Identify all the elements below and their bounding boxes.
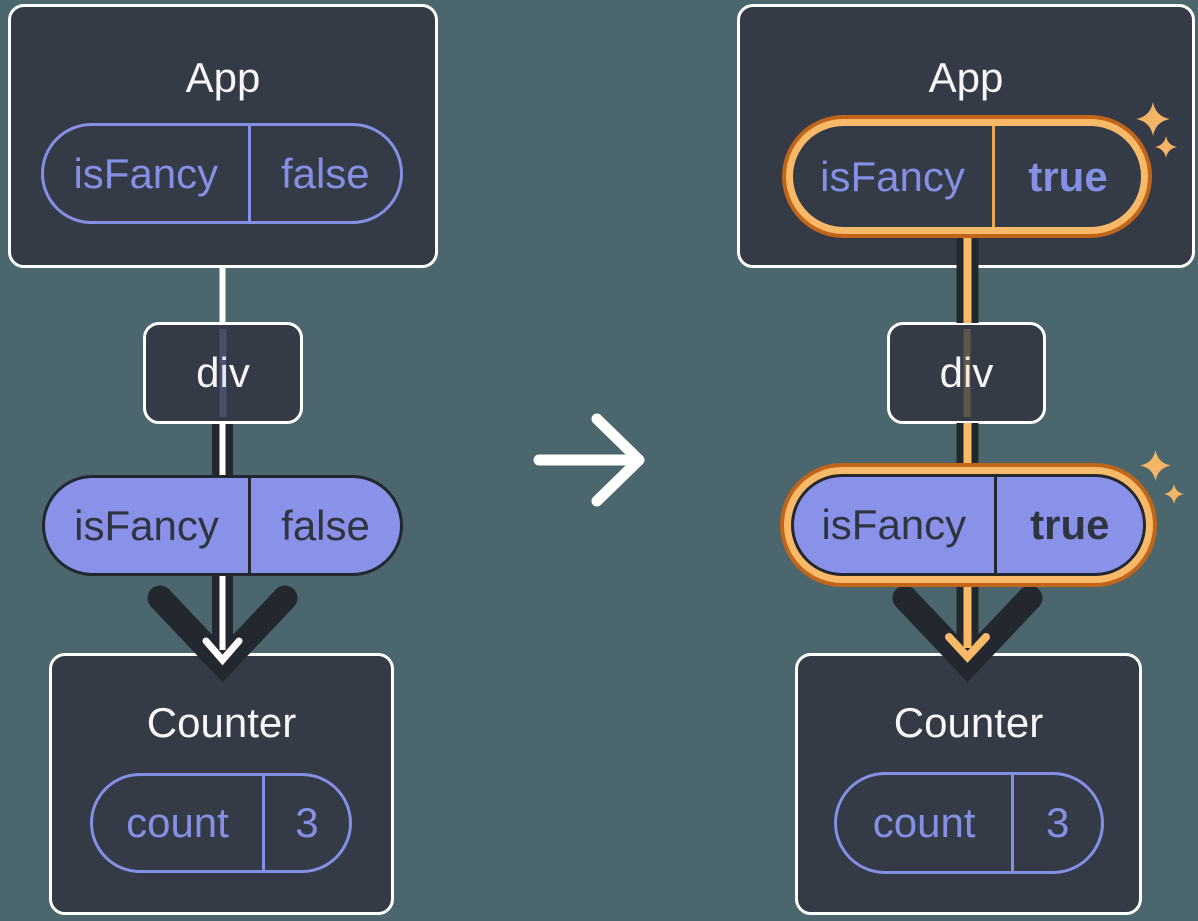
prop-name: isFancy [821, 501, 967, 548]
div-node-box-after: div [887, 322, 1046, 424]
component-title: Counter [146, 699, 297, 746]
sparkle-icon [1140, 450, 1171, 481]
prop-pill-before: isFancy false [42, 475, 403, 576]
div-label: div [939, 349, 994, 396]
sparkle-icon [1136, 102, 1170, 136]
thread-line [219, 329, 227, 417]
prop-value: true [993, 477, 1143, 573]
state-value: true [992, 126, 1141, 227]
state-value: false [247, 126, 400, 221]
app-state-pill-after-highlight-ring: isFancy true [782, 115, 1152, 238]
state-name: count [126, 799, 229, 846]
component-title: App [928, 54, 1004, 101]
div-node-box-before: div [143, 322, 303, 424]
component-title: Counter [893, 699, 1044, 746]
div-label: div [196, 349, 250, 396]
sparkle-icon [1155, 136, 1177, 158]
state-name: count [872, 799, 976, 846]
prop-pill-after: isFancy true [791, 474, 1146, 576]
state-value: 3 [1011, 775, 1101, 871]
sparkle-icon [1164, 484, 1184, 504]
thread-line [963, 329, 970, 417]
state-name: isFancy [820, 152, 965, 200]
component-title: App [185, 54, 261, 101]
prop-pill-after-highlight-ring: isFancy true [780, 463, 1157, 587]
prop-name: isFancy [74, 501, 219, 549]
prop-value: false [248, 478, 400, 573]
state-name: isFancy [73, 149, 219, 197]
transition-arrow-icon [533, 413, 645, 507]
counter-state-pill-after: count 3 [834, 772, 1104, 874]
app-state-pill-after: isFancy true [793, 126, 1141, 227]
state-value: 3 [261, 776, 349, 870]
counter-state-pill-before: count 3 [90, 773, 352, 873]
app-state-pill-before: isFancy false [41, 123, 403, 224]
